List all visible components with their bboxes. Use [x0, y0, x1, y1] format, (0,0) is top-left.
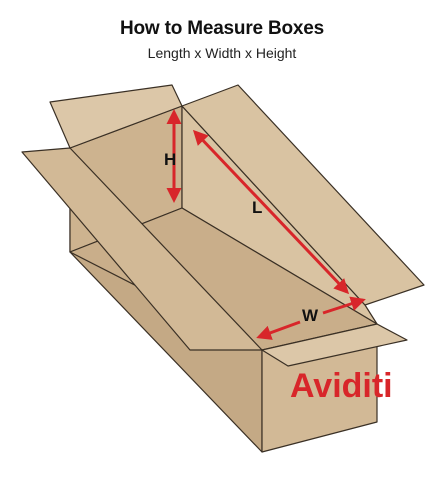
page-title: How to Measure Boxes	[120, 18, 324, 39]
width-label: W	[302, 306, 319, 325]
page-subtitle: Length x Width x Height	[147, 45, 297, 61]
length-arrow	[192, 129, 350, 295]
brand-logo-text: Aviditi	[290, 367, 393, 405]
length-label: L	[252, 198, 262, 217]
box-flap-front	[261, 323, 408, 367]
box-flap-back-left	[49, 84, 183, 149]
width-arrow-left	[256, 320, 301, 340]
height-label: H	[164, 150, 176, 169]
width-arrow-right	[322, 296, 366, 315]
